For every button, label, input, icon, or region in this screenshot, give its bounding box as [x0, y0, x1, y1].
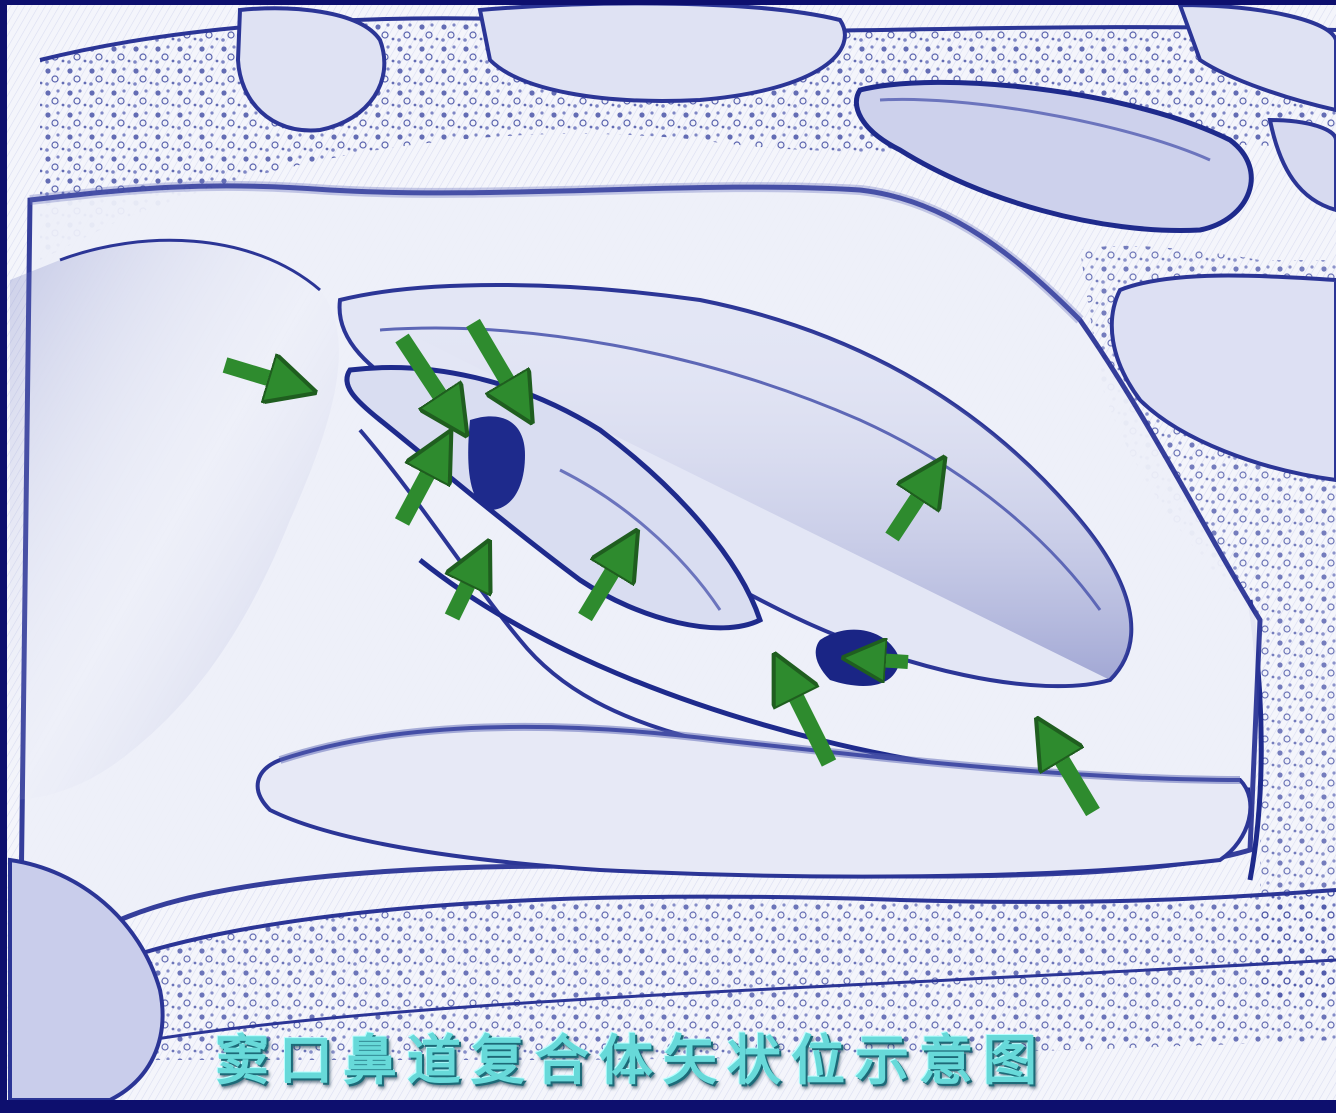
green-arrow-icon: [877, 660, 908, 662]
figure-caption: 窦口鼻道复合体矢状位示意图: [215, 1030, 1225, 1092]
